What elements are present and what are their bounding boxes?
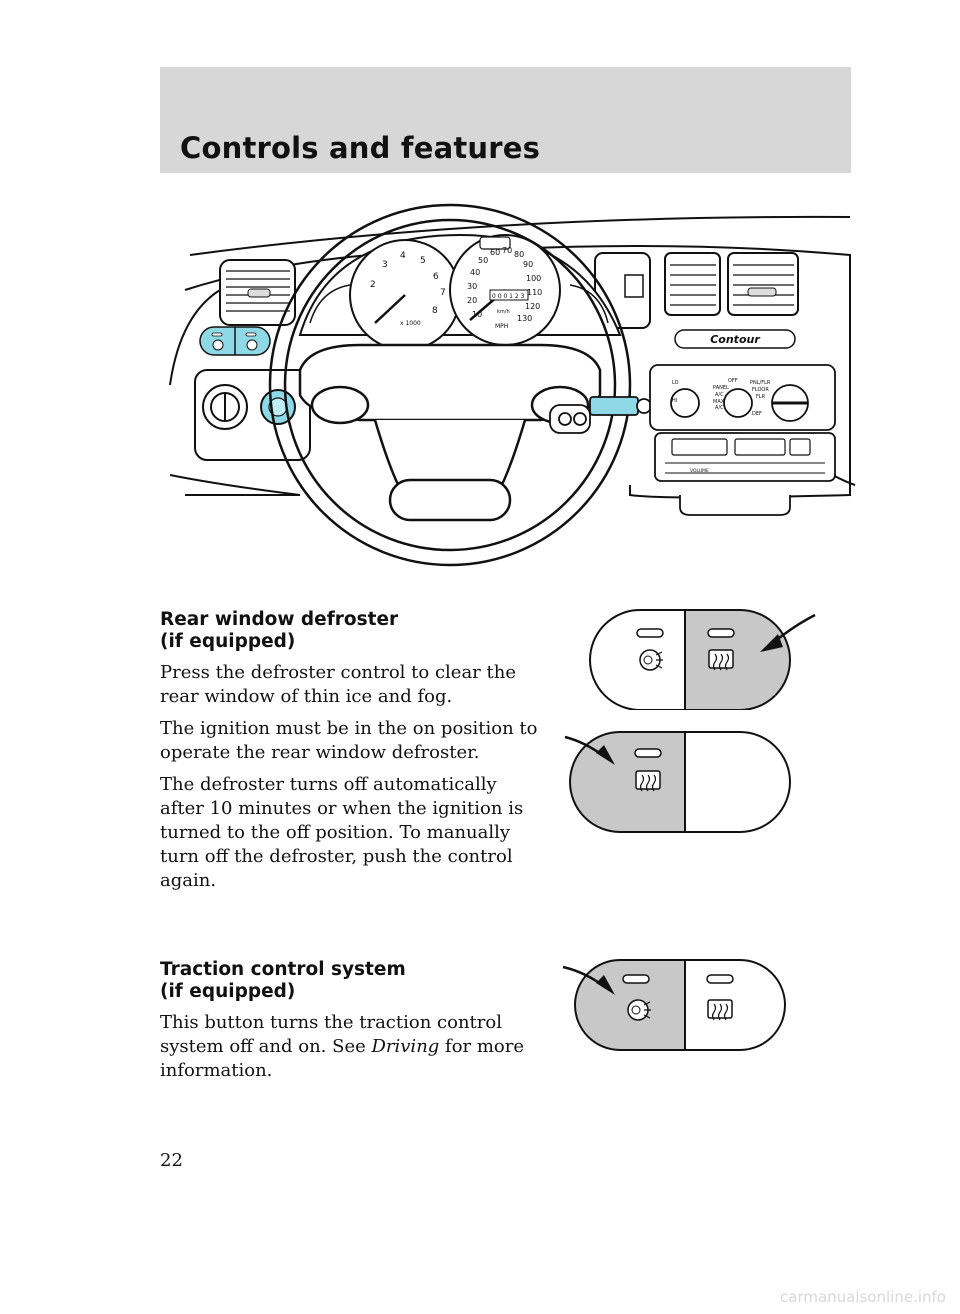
traction-para-1: This button turns the traction control s… — [160, 1012, 525, 1081]
tachometer-numbers: 2 3 4 5 6 7 8 x 1000 — [370, 251, 446, 327]
left-air-vent — [219, 259, 296, 326]
svg-text:LO: LO — [672, 380, 679, 386]
svg-text:FLOOR: FLOOR — [752, 387, 769, 393]
header-band: Controls and features — [160, 67, 851, 173]
svg-text:120: 120 — [525, 302, 540, 311]
defroster-button-figure-1 — [589, 609, 816, 710]
dash-top-edge — [189, 215, 851, 256]
rear-window-defroster-section: Rear window defroster (if equipped) Pres… — [160, 609, 540, 893]
defroster-para-1: Press the defroster control to clear the… — [160, 662, 516, 707]
dimmer-switch-highlight — [260, 389, 296, 425]
traction-control-icon — [639, 649, 663, 671]
svg-text:30: 30 — [467, 282, 477, 291]
svg-text:5: 5 — [420, 256, 426, 266]
svg-text:Contour: Contour — [710, 333, 760, 346]
rear-defrost-icon — [708, 649, 734, 671]
svg-text:7: 7 — [440, 288, 446, 298]
defroster-para-2: The ignition must be in the on position … — [160, 718, 538, 763]
svg-text:50: 50 — [478, 256, 488, 265]
svg-text:6: 6 — [433, 272, 439, 282]
svg-text:OFF: OFF — [728, 378, 738, 384]
svg-text:100: 100 — [526, 274, 541, 283]
svg-text:DEF: DEF — [752, 411, 762, 417]
svg-text:110: 110 — [527, 288, 542, 297]
instrument-cluster — [298, 233, 622, 351]
svg-text:130: 130 — [517, 314, 532, 323]
dashboard-illustration: Contour 2 3 4 5 6 7 8 — [169, 203, 856, 567]
defroster-para-3: The defroster turns off automatically af… — [160, 774, 524, 891]
svg-text:70: 70 — [502, 246, 512, 255]
svg-text:4: 4 — [400, 251, 406, 261]
svg-text:10: 10 — [472, 310, 482, 319]
svg-text:0 0 0 1 2 3: 0 0 0 1 2 3 — [492, 293, 525, 300]
svg-text:3: 3 — [382, 260, 388, 270]
section-title-defroster: Rear window defroster (if equipped) — [160, 609, 399, 652]
svg-text:40: 40 — [470, 268, 480, 277]
svg-text:8: 8 — [432, 306, 438, 316]
svg-text:2: 2 — [370, 280, 376, 290]
right-air-vents — [594, 252, 799, 329]
svg-text:80: 80 — [514, 250, 524, 259]
svg-text:MPH: MPH — [495, 323, 508, 330]
svg-text:MAX: MAX — [713, 399, 725, 405]
radio-panel — [654, 432, 836, 516]
svg-text:A/C: A/C — [715, 392, 724, 398]
svg-text:PNL/FLR: PNL/FLR — [750, 380, 771, 386]
steering-wheel — [268, 203, 632, 567]
section-title-traction: Traction control system (if equipped) — [160, 959, 406, 1002]
svg-text:FLR: FLR — [756, 394, 766, 400]
dash-defroster-buttons-highlight — [199, 326, 271, 356]
speedometer-numbers: 10 20 30 40 50 60 70 80 90 100 110 120 1… — [467, 246, 542, 330]
page-number: 22 — [160, 1150, 183, 1171]
watermark: carmanualsonline.info — [780, 1288, 946, 1306]
svg-text:60: 60 — [490, 248, 500, 257]
radio-volume-label: VOLUME — [690, 468, 709, 474]
traction-control-icon — [627, 999, 651, 1021]
defroster-button-figure-2 — [564, 731, 791, 833]
rear-defrost-icon — [707, 999, 733, 1021]
traction-button-figure — [562, 959, 786, 1051]
rear-defrost-icon — [635, 770, 661, 792]
page-title: Controls and features — [180, 131, 541, 165]
svg-text:PANEL: PANEL — [713, 385, 729, 391]
contour-badge: Contour — [674, 329, 796, 349]
svg-text:90: 90 — [523, 260, 533, 269]
svg-text:A/C: A/C — [715, 405, 724, 411]
svg-text:x 1000: x 1000 — [400, 320, 421, 327]
svg-text:HI: HI — [672, 398, 677, 404]
traction-control-section: Traction control system (if equipped) Th… — [160, 959, 540, 1083]
ignition-key — [549, 396, 652, 434]
climate-labels: LO HI OFF PANEL A/C MAX A/C PNL/FLR FLOO… — [672, 378, 771, 417]
svg-text:20: 20 — [467, 296, 477, 305]
climate-control-panel — [649, 364, 836, 431]
svg-text:km/h: km/h — [497, 309, 510, 315]
